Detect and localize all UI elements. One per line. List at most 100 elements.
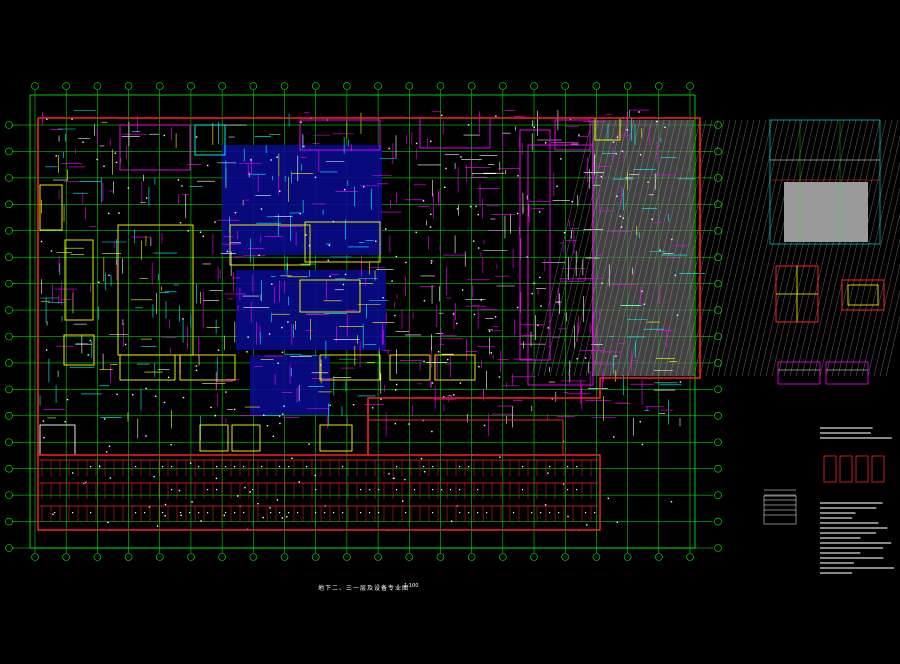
hatch-line xyxy=(633,119,695,377)
sprinkler-mark xyxy=(488,330,491,332)
sprinkler-mark xyxy=(279,422,281,425)
hatch-line xyxy=(639,119,701,377)
axis-bubble-right xyxy=(714,544,722,552)
sprinkler-mark xyxy=(394,422,397,425)
sprinkler-mark xyxy=(96,158,98,161)
sprinkler-mark xyxy=(124,343,127,346)
axis-bubble-top xyxy=(311,82,320,90)
axis-bubble-left xyxy=(5,226,13,235)
hatch-line xyxy=(531,119,593,377)
sprinkler-mark xyxy=(422,200,425,202)
sprinkler-mark xyxy=(676,314,679,316)
sprinkler-mark xyxy=(145,387,147,390)
sprinkler-mark xyxy=(404,478,406,481)
sprinkler-mark xyxy=(116,393,118,395)
sprinkler-mark xyxy=(270,159,272,161)
sprinkler-mark xyxy=(314,176,317,179)
sprinkler-mark xyxy=(99,466,101,468)
hatch-line xyxy=(573,119,635,377)
sprinkler-mark xyxy=(547,327,549,329)
sprinkler-mark xyxy=(108,212,110,215)
sprinkler-mark xyxy=(533,126,535,128)
sprinkler-mark xyxy=(145,197,148,199)
sprinkler-mark xyxy=(269,507,271,509)
axis-bubble-left xyxy=(5,121,13,129)
room-outline xyxy=(527,144,594,386)
sprinkler-mark xyxy=(189,462,192,464)
sprinkler-mark xyxy=(483,424,486,427)
sprinkler-mark xyxy=(477,512,479,514)
sprinkler-mark xyxy=(127,187,130,189)
room-outline xyxy=(319,424,353,452)
sprinkler-mark xyxy=(626,129,628,131)
sprinkler-mark xyxy=(467,124,470,126)
hatch-line xyxy=(861,212,900,377)
axis-bubble-top xyxy=(686,82,694,90)
axis-bubble-bottom xyxy=(31,553,39,561)
sprinkler-mark xyxy=(278,190,281,192)
sprinkler-mark xyxy=(180,512,182,514)
sprinkler-mark xyxy=(516,212,519,215)
sprinkler-mark xyxy=(42,420,45,422)
sprinkler-mark xyxy=(154,395,157,397)
sprinkler-mark xyxy=(324,512,326,514)
section-strip xyxy=(777,361,821,385)
axis-bubble-left xyxy=(5,491,13,499)
hatch-line xyxy=(885,315,900,377)
sprinkler-mark xyxy=(562,483,565,485)
sprinkler-mark xyxy=(170,444,172,446)
hatch-line xyxy=(609,119,671,377)
hatch-line xyxy=(771,119,833,377)
sprinkler-mark xyxy=(401,500,404,502)
axis-bubble-left xyxy=(5,147,13,156)
side-detail-drawings xyxy=(763,119,895,574)
room-outline xyxy=(519,129,551,361)
sprinkler-mark xyxy=(615,355,617,358)
axis-bubble-right xyxy=(714,464,722,473)
sprinkler-mark xyxy=(576,466,578,468)
sprinkler-mark xyxy=(452,313,455,315)
sprinkler-mark xyxy=(430,140,432,143)
sprinkler-mark xyxy=(547,472,549,474)
sprinkler-mark xyxy=(189,512,191,514)
sprinkler-mark xyxy=(72,512,74,514)
axis-bubble-bottom xyxy=(218,553,226,561)
sprinkler-mark xyxy=(388,473,390,475)
sprinkler-mark xyxy=(195,136,198,138)
room-outline xyxy=(39,184,63,231)
sprinkler-mark xyxy=(271,283,273,285)
sprinkler-mark xyxy=(456,208,459,210)
sprinkler-mark xyxy=(468,512,470,514)
sprinkler-mark xyxy=(286,515,288,518)
sprinkler-mark xyxy=(423,360,425,363)
sprinkler-mark xyxy=(198,512,200,514)
sprinkler-mark xyxy=(647,181,649,183)
axis-bubble-bottom xyxy=(592,553,601,561)
sprinkler-mark xyxy=(612,141,615,143)
sprinkler-mark xyxy=(674,274,677,277)
axis-bubble-left xyxy=(5,306,13,314)
hatch-line xyxy=(681,119,743,377)
axis-bubble-left xyxy=(5,200,13,209)
sprinkler-mark xyxy=(144,512,146,514)
sprinkler-mark xyxy=(639,421,641,423)
axis-bubble-top xyxy=(530,82,538,90)
sprinkler-mark xyxy=(200,520,202,522)
sprinkler-mark xyxy=(360,512,362,514)
axis-bubble-top xyxy=(405,82,414,90)
sprinkler-mark xyxy=(315,489,317,491)
sprinkler-mark xyxy=(342,466,344,468)
sprinkler-mark xyxy=(109,477,112,479)
hatch-line xyxy=(687,119,749,377)
sprinkler-mark xyxy=(495,115,497,117)
blue-zone xyxy=(250,355,330,415)
sprinkler-mark xyxy=(447,358,449,361)
axis-bubble-right xyxy=(714,332,722,341)
sprinkler-mark xyxy=(344,273,347,276)
sprinkler-mark xyxy=(276,499,279,501)
hatch-line xyxy=(867,238,900,377)
hatch-line xyxy=(729,119,791,377)
sprinkler-mark xyxy=(215,477,218,480)
room-outline xyxy=(194,124,226,156)
sprinkler-mark xyxy=(216,489,218,491)
